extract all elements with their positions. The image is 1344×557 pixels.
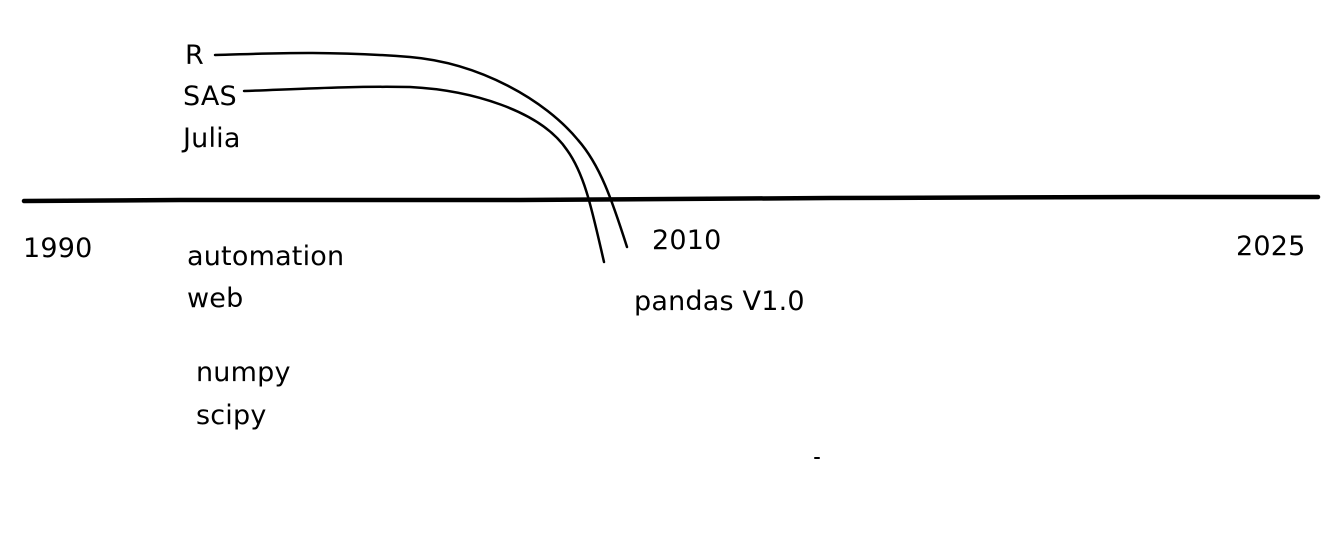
year-mid-label: 2010	[652, 225, 722, 256]
timeline-axis	[21, 194, 1321, 204]
sas-curve	[242, 85, 606, 264]
lower-item-scipy: scipy	[196, 400, 267, 431]
lower-item-numpy: numpy	[196, 357, 291, 388]
upper-item-sas: SAS	[183, 81, 237, 112]
milestone-pandas-label: pandas V1.0	[634, 286, 805, 317]
r-curve	[213, 51, 629, 249]
lower-item-web: web	[187, 283, 244, 314]
lower-item-automation: automation	[187, 241, 345, 272]
upper-item-julia: Julia	[183, 123, 241, 154]
upper-item-r: R	[185, 40, 204, 71]
year-start-label: 1990	[23, 233, 93, 264]
year-end-label: 2025	[1236, 231, 1306, 262]
